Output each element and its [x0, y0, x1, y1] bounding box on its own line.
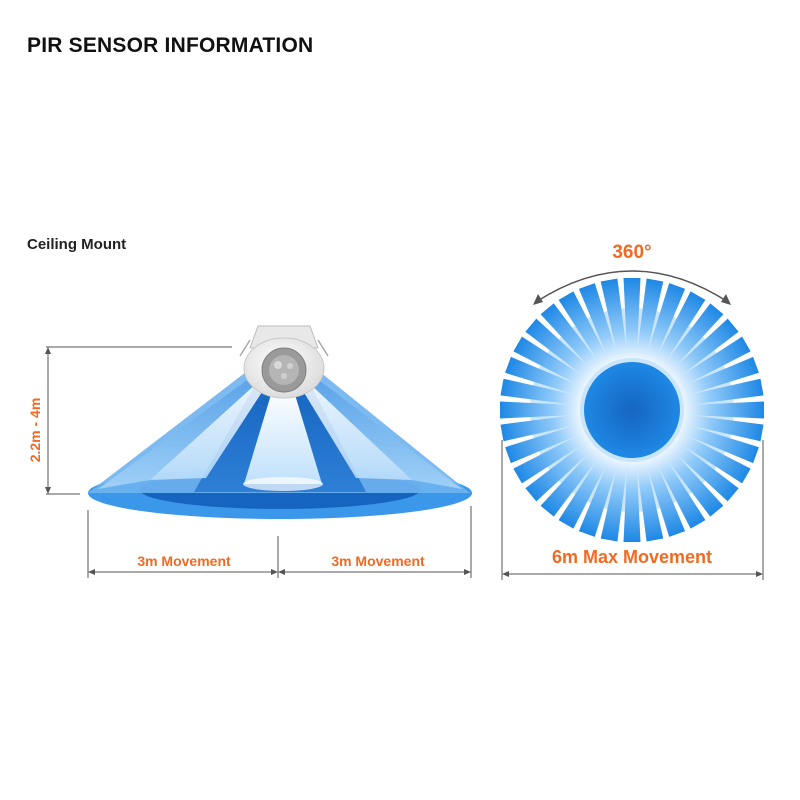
detection-ray: [578, 283, 619, 363]
detection-ray: [661, 303, 724, 374]
floor-center-ellipse: [243, 477, 323, 491]
rotation-arc: [535, 270, 729, 303]
detection-ray: [645, 283, 686, 363]
detection-ray: [540, 303, 603, 374]
top-view: 360° 6m Max Movement: [500, 242, 764, 580]
detection-ray: [679, 356, 759, 397]
beam-center: [244, 388, 322, 484]
height-label: 2.2m - 4m: [27, 398, 43, 463]
detection-ray: [525, 439, 596, 502]
diameter-dimension: [501, 440, 764, 580]
detection-ray: [654, 452, 706, 529]
detection-ray: [674, 432, 751, 484]
detection-ray: [513, 432, 590, 484]
detection-ray: [505, 423, 585, 464]
pir-sensor-icon: [239, 325, 329, 399]
diameter-label: 6m Max Movement: [552, 547, 712, 567]
detection-ray: [513, 336, 590, 388]
detection-rays: [500, 278, 764, 542]
mount-label: Ceiling Mount: [27, 236, 127, 253]
detection-ray: [500, 401, 580, 419]
detection-ray: [505, 356, 585, 397]
rotation-arrow-left: [533, 294, 543, 305]
detection-ray: [674, 336, 751, 388]
detection-ray: [682, 378, 764, 406]
detection-ray: [684, 401, 764, 419]
page-title: PIR SENSOR INFORMATION: [27, 34, 314, 57]
detection-ray: [500, 414, 582, 442]
detection-ray: [558, 452, 610, 529]
cone-edge-left: [98, 378, 258, 489]
detection-ray: [558, 291, 610, 368]
detection-ray: [623, 462, 641, 542]
detection-ray: [668, 318, 739, 381]
detection-ray: [645, 457, 686, 537]
width-dimension: [87, 506, 472, 578]
left-width-label: 3m Movement: [137, 553, 231, 569]
detection-ray: [623, 278, 641, 358]
detection-ray: [600, 278, 628, 360]
side-view: 2.2m - 4m 3m Movement 3m Movement: [27, 325, 472, 578]
rotation-arrow-right: [721, 294, 731, 305]
beam-right: [300, 382, 412, 480]
detection-ray: [525, 318, 596, 381]
detection-ray: [654, 291, 706, 368]
detection-ray: [636, 460, 664, 542]
detection-ray: [668, 439, 739, 502]
angle-label: 360°: [612, 242, 651, 263]
detection-ray: [500, 378, 582, 406]
beam-left: [150, 382, 266, 480]
detection-ray: [600, 460, 628, 542]
cone-edge-right: [308, 378, 462, 489]
detection-ray: [540, 446, 603, 517]
detection-ray: [661, 446, 724, 517]
detection-ray: [682, 414, 764, 442]
detection-ray: [578, 457, 619, 537]
detection-ray: [636, 278, 664, 360]
right-width-label: 3m Movement: [331, 553, 425, 569]
height-dimension: [45, 346, 232, 495]
detection-core: [584, 362, 680, 458]
detection-ray: [679, 423, 759, 464]
